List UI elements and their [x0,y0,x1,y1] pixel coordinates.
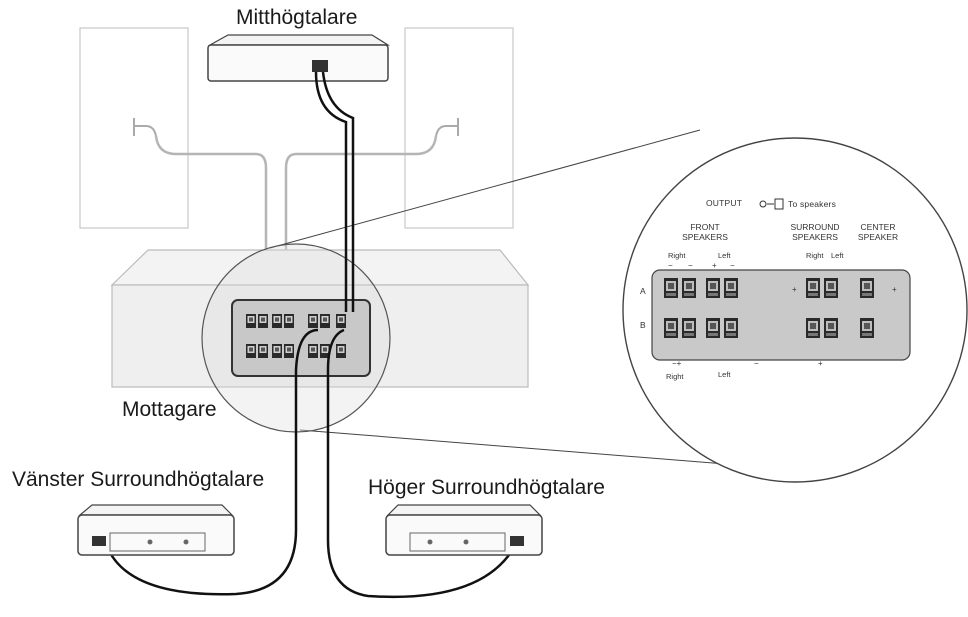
svg-text:−: − [730,261,735,270]
front-left-cable [154,135,268,298]
front-speakers-line1: FRONT [690,222,720,232]
svg-text:+: + [892,285,897,294]
screw-icon [427,539,433,545]
left-surround-terminal [92,536,106,546]
center-speaker-label: Mitthögtalare [236,6,358,29]
center-cable-2 [321,71,355,312]
to-speakers-label: To speakers [788,199,837,209]
svg-text:+: + [792,285,797,294]
receiver-label: Mottagare [122,398,217,421]
center-cable [314,71,348,312]
receiver-terminal-panel [231,299,371,377]
left-surround-cable [104,328,319,596]
left-bracket [133,118,157,137]
center-speaker-heading: CENTER SPEAKER [848,222,908,242]
svg-text:+: + [712,261,717,270]
left-surround-speaker-body [77,514,235,556]
speaker-output-icon [759,198,784,210]
left-surround-label: Vänster Surroundhögtalare [12,468,265,491]
center-speaker-top [207,34,391,46]
svg-text:−+: −+ [672,359,682,368]
svg-text:−: − [688,261,693,270]
polarity-marks: −− +− ++ −+−+ [668,261,897,368]
row-b-label: B [640,320,646,330]
right-bracket [435,118,459,137]
front-speakers-heading: FRONT SPEAKERS [670,222,740,242]
front-speakers-line2: SPEAKERS [682,232,728,242]
right-surround-bracket [409,532,506,552]
center-speaker-terminal [312,60,328,72]
screw-icon [147,539,153,545]
surround-left-label: Left [831,251,844,260]
screw-icon [183,539,189,545]
right-surround-speaker-top [386,504,542,516]
front-right-top-label: Right [668,251,686,260]
surround-speakers-line1: SURROUND [790,222,840,232]
left-surround-speaker-top [78,504,234,516]
zoom-line-top [269,129,701,249]
right-surround-label: Höger Surroundhögtalare [368,476,605,499]
center-speaker-line1: CENTER [860,222,896,232]
center-speaker-line2: SPEAKER [857,232,899,242]
svg-text:−: − [668,261,673,270]
front-right-cable [284,135,438,298]
row-a-label: A [640,286,646,296]
front-left-top-label: Left [718,251,731,260]
svg-text:−: − [754,359,759,368]
surround-right-label: Right [806,251,824,260]
svg-text:+: + [818,359,823,368]
surround-speakers-line2: SPEAKERS [792,232,838,242]
front-right-bottom-label: Right [666,372,684,381]
right-surround-terminal [510,536,524,546]
surround-speakers-heading: SURROUND SPEAKERS [780,222,850,242]
center-speaker-body [207,44,389,82]
output-label: OUTPUT [706,198,743,208]
right-surround-speaker-body [385,514,543,556]
screw-icon [463,539,469,545]
front-left-bottom-label: Left [718,370,731,379]
left-surround-bracket [109,532,206,552]
right-surround-cable [326,328,520,599]
